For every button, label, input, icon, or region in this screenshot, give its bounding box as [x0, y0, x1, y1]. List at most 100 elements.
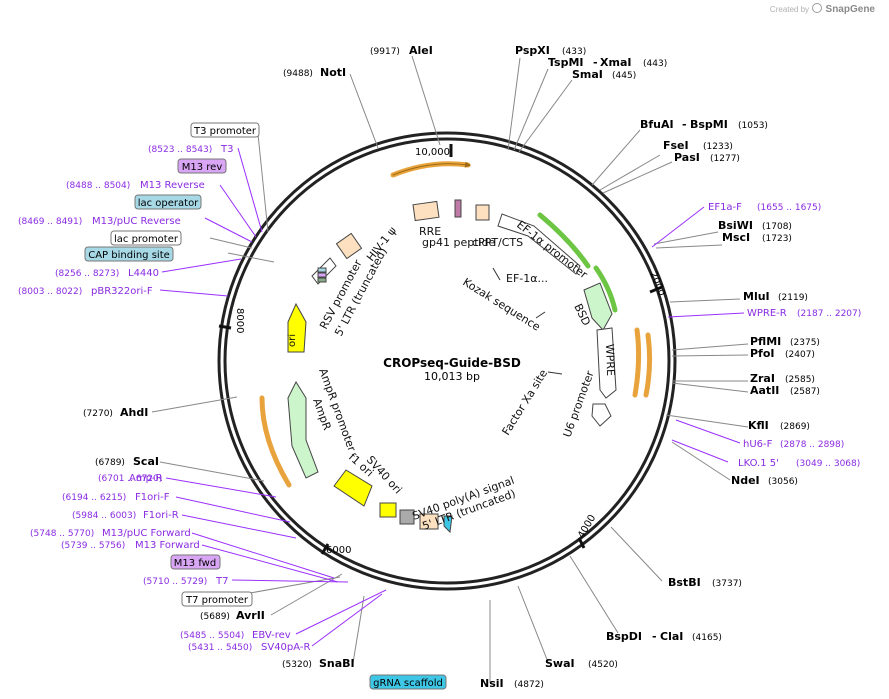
enzyme-label: SmaI(445): [572, 68, 636, 81]
svg-text:(433): (433): [562, 47, 586, 57]
primer-labels: (8523 .. 8543)T3 (8488 .. 8504)M13 Rever…: [18, 144, 861, 653]
svg-text:KflI: KflI: [748, 419, 769, 432]
svg-text:(9488): (9488): [283, 69, 313, 79]
primer-label: (5748 .. 5770)M13/pUC Forward: [30, 528, 191, 539]
boxed-label: CAP binding site: [84, 246, 174, 262]
svg-text:EBV-rev: EBV-rev: [252, 630, 291, 641]
boxed-labels: T3 promoter M13 rev lac operator lac pro…: [84, 122, 447, 690]
svg-text:M13 Forward: M13 Forward: [135, 540, 200, 551]
enzyme-label: FseI(1233): [663, 139, 733, 152]
svg-text:F1ori-R: F1ori-R: [143, 510, 179, 521]
svg-text:(5739 .. 5756): (5739 .. 5756): [61, 541, 125, 551]
svg-text:NdeI: NdeI: [731, 474, 760, 487]
svg-text:(4165): (4165): [692, 633, 722, 643]
svg-text:AhdI: AhdI: [120, 406, 148, 419]
primer-label: (5984 .. 6003) F1ori-R: [72, 510, 179, 521]
kozak-tick-2: [535, 311, 546, 319]
inner-label: cPPT/CTS: [472, 236, 523, 249]
svg-text:(6194 .. 6215): (6194 .. 6215): [62, 493, 126, 503]
svg-text:(5748 .. 5770): (5748 .. 5770): [30, 529, 94, 539]
feature-grna: [443, 515, 453, 534]
svg-text:(6701 .. 6720): (6701 .. 6720): [98, 474, 162, 484]
orange-arrow-left: [259, 395, 292, 488]
feature-cppt: [475, 204, 490, 221]
svg-text:MscI: MscI: [722, 231, 750, 244]
svg-text:lac operator: lac operator: [138, 198, 199, 209]
feature-ltr-3: [419, 513, 439, 530]
svg-text:-: -: [652, 630, 657, 643]
primer-label: (6701 .. 6720)Amp-R: [98, 473, 163, 484]
enzyme-label: (5689) AvrII: [200, 609, 265, 622]
feature-rre: [412, 200, 440, 222]
enzyme-label: (9917)AleI: [370, 44, 433, 57]
svg-text:(4520): (4520): [588, 660, 618, 670]
inner-label: EF-1α...: [506, 272, 548, 285]
svg-text:(5431 .. 5450): (5431 .. 5450): [188, 643, 252, 653]
callout-lines: [151, 55, 749, 683]
svg-text:T3 promoter: T3 promoter: [193, 126, 257, 137]
tick-label: 6000: [326, 545, 351, 556]
enzyme-label: KflI(2869): [748, 419, 810, 432]
boxed-label: lac promoter: [110, 230, 182, 246]
svg-text:AvrII: AvrII: [236, 609, 265, 622]
svg-text:(5689): (5689): [200, 612, 230, 622]
svg-text:MluI: MluI: [743, 290, 770, 303]
orange-arrow-wpre-1: [632, 327, 642, 398]
svg-text:M13 Reverse: M13 Reverse: [140, 180, 205, 191]
enzyme-label: (5320) SnaBI: [282, 657, 355, 670]
svg-text:BstBI: BstBI: [668, 576, 701, 589]
enzyme-label: BsiWI(1708): [718, 219, 792, 232]
svg-text:SnaBI: SnaBI: [319, 657, 355, 670]
backbone-outer: [217, 131, 677, 591]
primer-label: (5485 .. 5504)EBV-rev: [180, 630, 291, 641]
svg-text:lac promoter: lac promoter: [114, 234, 179, 245]
svg-text:ScaI: ScaI: [133, 455, 159, 468]
svg-text:L4440: L4440: [128, 268, 159, 279]
svg-text:AatII: AatII: [750, 384, 779, 397]
boxed-label: T3 promoter: [190, 122, 260, 138]
enzyme-label: SwaI(4520): [545, 657, 618, 670]
inner-label: RRE: [419, 225, 441, 238]
snapgene-logo-icon: [812, 3, 823, 13]
feature-u6: [591, 403, 612, 427]
svg-text:NotI: NotI: [320, 66, 346, 79]
svg-text:ClaI: ClaI: [660, 630, 683, 643]
svg-text:(5320): (5320): [282, 660, 312, 670]
primer-label: (8003 .. 8022)pBR322ori-F: [18, 286, 153, 297]
primer-lines: [159, 147, 745, 647]
svg-text:(5984 .. 6003): (5984 .. 6003): [72, 511, 136, 521]
svg-text:(2119): (2119): [778, 293, 808, 303]
primer-label: (8488 .. 8504) M13 Reverse: [66, 180, 205, 191]
green-arrow-ef1a: [537, 212, 591, 269]
enzyme-label: (6789)ScaI: [95, 455, 159, 468]
enzyme-label: NsiI(4872): [480, 677, 544, 690]
svg-text:(8488 .. 8504): (8488 .. 8504): [66, 181, 130, 191]
primer-label: WPRE-R(2187 .. 2207): [747, 308, 861, 319]
enzyme-label: BstBI(3737): [668, 576, 742, 589]
svg-text:SV40pA-R: SV40pA-R: [261, 642, 310, 653]
svg-text:(3056): (3056): [768, 477, 798, 487]
svg-text:T7: T7: [215, 576, 228, 587]
boxed-label: M13 fwd: [170, 554, 221, 570]
svg-text:(2187 .. 2207): (2187 .. 2207): [797, 309, 861, 319]
svg-text:(8256 .. 8273): (8256 .. 8273): [55, 269, 119, 279]
tick-label: 2000: [647, 270, 667, 298]
feature-sv40-polya: [399, 509, 415, 525]
svg-text:(5710 .. 5729): (5710 .. 5729): [143, 577, 207, 587]
svg-text:PasI: PasI: [674, 151, 700, 164]
plasmid-size: 10,013 bp: [424, 370, 480, 383]
enzyme-label: MscI (1723): [722, 231, 792, 244]
primer-label: (5431 .. 5450) SV40pA-R: [188, 642, 310, 653]
svg-text:PflMI: PflMI: [750, 335, 781, 348]
svg-text:pBR322ori-F: pBR322ori-F: [91, 286, 153, 297]
enzyme-label: PasI(1277): [674, 151, 740, 164]
svg-text:(1723): (1723): [762, 234, 792, 244]
enzyme-label: PflMI(2375): [750, 335, 820, 348]
boxed-label: lac operator: [134, 194, 202, 210]
tick-marks: [218, 144, 663, 555]
svg-text:M13/pUC Reverse: M13/pUC Reverse: [92, 216, 181, 227]
svg-text:M13 fwd: M13 fwd: [174, 558, 216, 569]
svg-text:(2585): (2585): [785, 375, 815, 385]
svg-text:-: -: [682, 118, 687, 131]
